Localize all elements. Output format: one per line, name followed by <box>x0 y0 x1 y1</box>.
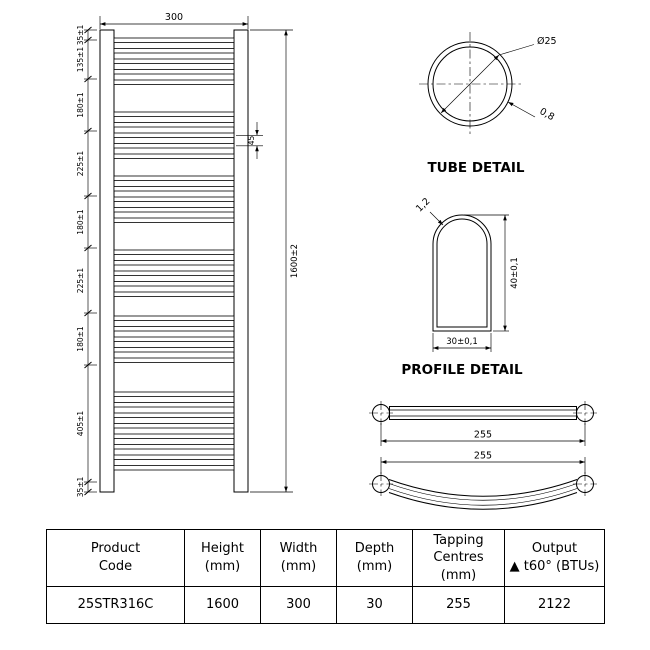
curved-bar-length-label: 255 <box>474 451 492 462</box>
tube-diameter-label: Ø25 <box>537 36 557 47</box>
depth-cell: 30 <box>336 586 413 624</box>
col-header-width: Width(mm) <box>260 529 337 587</box>
radiator-bar <box>113 281 235 287</box>
segment-dim-label: 35±1 <box>76 24 85 45</box>
left-rail <box>99 29 115 493</box>
straight-bar-body <box>389 406 577 420</box>
profile-inner <box>436 218 488 328</box>
segment-dim-label: 35±1 <box>76 476 85 497</box>
width-dim-label: 300 <box>165 12 183 23</box>
curved-bar-view: 255 <box>369 451 597 510</box>
straight-bar-view: 255 <box>369 401 597 446</box>
radiator-bar <box>113 270 235 276</box>
tapping-centres-cell: 255 <box>412 586 505 624</box>
right-rail <box>233 29 249 493</box>
col-header-output: Output▲ t60° (BTUs) <box>504 529 605 587</box>
radiator-bar <box>113 186 235 192</box>
radiator-bar <box>113 143 235 149</box>
output-cell: 2122 <box>504 586 605 624</box>
radiator-bar <box>113 196 235 202</box>
profile-detail-title: PROFILE DETAIL <box>401 362 523 378</box>
radiator-bar <box>113 336 235 342</box>
segment-dim-label: 225±1 <box>76 268 85 294</box>
tube-wall-label: 0,8 <box>538 106 557 123</box>
radiator-bar <box>113 402 235 408</box>
profile-height-label: 40±0,1 <box>510 257 520 288</box>
radiator-bar <box>113 433 235 439</box>
width-dimension: 300 <box>99 12 249 29</box>
radiator-bar <box>113 391 235 397</box>
radiator-bar <box>113 132 235 138</box>
straight-bar-length-label: 255 <box>474 430 492 441</box>
segment-dim-label: 405±1 <box>76 411 85 437</box>
radiator-bar <box>113 465 235 471</box>
pitch-dim-label: 45 <box>247 136 256 146</box>
width-cell: 300 <box>260 586 337 624</box>
tube-detail: Ø25 0,8 TUBE DETAIL <box>419 32 557 176</box>
front-view-bars <box>113 37 235 471</box>
radiator-bar <box>113 347 235 353</box>
segment-dim-label: 225±1 <box>76 151 85 177</box>
radiator-bar <box>113 153 235 159</box>
radiator-bar <box>113 37 235 43</box>
height-dim-label: 1600±2 <box>290 244 300 278</box>
radiator-bar <box>113 249 235 255</box>
col-header-height: Height(mm) <box>184 529 261 587</box>
radiator-bar <box>113 48 235 54</box>
radiator-bar <box>113 412 235 418</box>
profile-wall-label: 1,2 <box>414 196 432 214</box>
tube-detail-title: TUBE DETAIL <box>427 160 524 176</box>
curved-bar-bottom-edge <box>388 492 578 510</box>
front-view: 300 35±1 135±1 180± <box>76 12 300 497</box>
segment-dim-label: 180±1 <box>76 92 85 118</box>
height-dimension: 1600±2 <box>250 29 300 493</box>
radiator-bar <box>113 423 235 429</box>
col-header-depth: Depth(mm) <box>336 529 413 587</box>
profile-width-label: 30±0,1 <box>446 337 477 347</box>
radiator-bar <box>113 122 235 128</box>
radiator-bar <box>113 69 235 75</box>
height-cell: 1600 <box>184 586 261 624</box>
radiator-bar <box>113 207 235 213</box>
radiator-bar <box>113 58 235 64</box>
radiator-bar <box>113 454 235 460</box>
radiator-bar <box>113 175 235 181</box>
curved-bar-top-edge <box>388 479 578 497</box>
profile-detail: 1,2 30±0,1 40±0,1 PROFILE DETAIL <box>401 196 523 378</box>
radiator-bar <box>113 291 235 297</box>
radiator-bar <box>113 315 235 321</box>
spec-table-data-row: 25STR316C 1600 300 30 255 2122 <box>46 586 605 624</box>
radiator-bar <box>113 260 235 266</box>
radiator-bar <box>113 326 235 332</box>
profile-outer <box>432 214 492 332</box>
segment-dim-label: 180±1 <box>76 326 85 352</box>
segment-dim-label: 180±1 <box>76 209 85 235</box>
left-dimension-chain: 35±1 135±1 180±1 225±1 180±1 225±1 180±1… <box>76 24 97 497</box>
radiator-bar <box>113 111 235 117</box>
radiator-bar <box>113 357 235 363</box>
segment-dim-label: 135±1 <box>76 47 85 73</box>
pitch-dimension: 45 <box>236 122 263 159</box>
radiator-bar <box>113 444 235 450</box>
radiator-bar <box>113 79 235 85</box>
radiator-bar <box>113 217 235 223</box>
product-code-cell: 25STR316C <box>46 586 185 624</box>
